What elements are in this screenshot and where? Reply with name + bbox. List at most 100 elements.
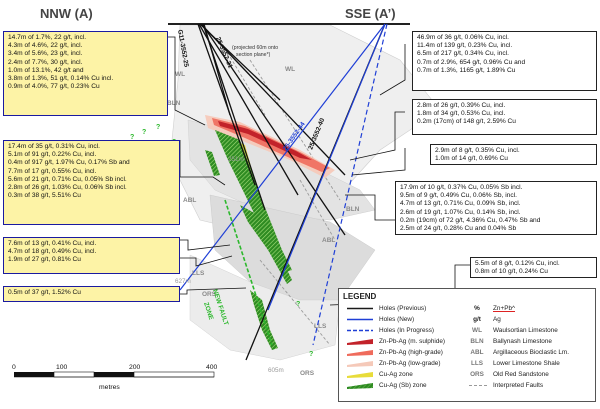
unit-label-ors-left: ORS bbox=[202, 291, 217, 298]
massive-sulphide-symbol bbox=[347, 339, 373, 345]
intercept-box-mid-left: 17.4m of 35 g/t, 0.31% Cu, incl. 5.1m of… bbox=[3, 140, 180, 225]
legend-label: Cu-Ag zone bbox=[379, 371, 413, 378]
unit-desc: Argillaceous Bioclastic Lm. bbox=[493, 349, 570, 356]
intercept-line: 2.8m of 26 g/t, 1.03% Cu, 0.06% Sb incl. bbox=[8, 184, 127, 192]
intercept-line: 4.7m of 13 g/t, 0.71% Cu, 0.09% Sb, incl… bbox=[400, 200, 521, 208]
unit-label-bln-right: BLN bbox=[346, 206, 360, 213]
holes-new-symbol bbox=[347, 318, 373, 321]
unit-abbr: g/t bbox=[473, 316, 481, 323]
intercept-line: 2.4m of 7.7%, 30 g/t, incl. bbox=[8, 58, 83, 66]
unit-abbr: % bbox=[474, 305, 480, 312]
intercept-line: 17.9m of 10 g/t, 0.37% Cu, 0.05% Sb incl… bbox=[400, 184, 523, 191]
intercept-line: 4.3m of 4.6%, 22 g/t, incl. bbox=[8, 42, 83, 50]
scale-unit-label: metres bbox=[99, 384, 120, 391]
unit-desc: Zn+Pb^ bbox=[493, 305, 516, 312]
intercept-box-bottom-left: 0.5m of 37 g/t, 1.52% Cu bbox=[3, 286, 180, 302]
section-label-sse: SSE (A’) bbox=[345, 6, 396, 21]
intercept-line: 17.4m of 35 g/t, 0.31% Cu, incl. bbox=[8, 143, 100, 150]
question-mark-5: ? bbox=[296, 301, 300, 308]
unit-label-lls-right: LLS bbox=[314, 323, 327, 330]
intercept-box-top-right: 46.9m of 36 g/t, 0.06% Cu, incl. 11.4m o… bbox=[412, 31, 597, 91]
unit-abbr: LLS bbox=[470, 360, 484, 367]
intercept-line: 1.8m of 34 g/t, 0.53% Cu, incl. bbox=[417, 110, 506, 118]
intercept-box-right-5: 5.5m of 8 g/t, 0.12% Cu, incl. 0.8m of 1… bbox=[470, 257, 597, 278]
intercept-line: 5.5m of 8 g/t, 0.12% Cu, incl. bbox=[475, 260, 560, 267]
cu-ag-symbol bbox=[347, 372, 373, 378]
intercept-line: 3.4m of 5.6%, 23 g/t, incl. bbox=[8, 50, 83, 58]
unit-label-bln-left: BLN bbox=[167, 100, 181, 107]
intercept-line: 4.7m of 18 g/t, 0.49% Cu, incl. bbox=[8, 248, 97, 256]
scale-tick-0: 0 bbox=[12, 364, 16, 371]
intercept-line: 1.0m of 14 g/t, 0.69% Cu bbox=[435, 155, 508, 163]
intercept-line: 0.2m (17cm) of 148 g/t, 2.59% Cu bbox=[417, 118, 516, 126]
unit-abbr: WL bbox=[472, 327, 482, 334]
intercept-box-low-left: 7.6m of 13 g/t, 0.41% Cu, incl. 4.7m of … bbox=[3, 237, 180, 274]
cu-ag-sb-zone-small bbox=[205, 150, 220, 176]
unit-abbr: BLN bbox=[470, 338, 484, 345]
intercept-line: 11.4m of 139 g/t, 0.23% Cu, incl. bbox=[417, 42, 513, 50]
question-mark-6: ? bbox=[309, 351, 313, 358]
intercept-line: 7.6m of 13 g/t, 0.41% Cu, incl. bbox=[8, 240, 97, 247]
intercept-line: 2.8m of 26 g/t, 0.39% Cu, incl. bbox=[417, 102, 506, 109]
intercept-line: 46.9m of 36 g/t, 0.06% Cu, incl. bbox=[417, 34, 509, 41]
intercept-box-right-2: 2.8m of 26 g/t, 0.39% Cu, incl. 1.8m of … bbox=[412, 99, 597, 135]
scale-tick-400: 400 bbox=[206, 364, 218, 371]
unit-label-abl-left: ABL bbox=[183, 197, 196, 204]
intercept-box-upper-left: 14.7m of 1.7%, 22 g/t, incl. 4.3m of 4.6… bbox=[3, 31, 168, 116]
unit-desc: Ag bbox=[493, 316, 501, 323]
question-mark-2: ? bbox=[156, 124, 160, 131]
question-mark-3: ? bbox=[130, 134, 134, 141]
scale-tick-200: 200 bbox=[129, 364, 141, 371]
depth-label-605m: 605m bbox=[268, 367, 284, 374]
intercept-line: 2.5m of 24 g/t, 0.28% Cu and 0.04% Sb bbox=[400, 225, 517, 233]
intercept-line: 0.7m of 2.9%, 654 g/t, 0.96% Cu and bbox=[417, 58, 526, 66]
new-fault-zone-line bbox=[224, 199, 273, 346]
intercept-line: 0.9m of 4.0%, 77 g/t, 0.23% Cu bbox=[8, 83, 100, 91]
legend-label: Cu-Ag (Sb) zone bbox=[379, 382, 427, 389]
intercept-line: 2.6m of 19 g/t, 1.07% Cu, 0.14% Sb, incl… bbox=[400, 208, 521, 216]
intercept-line: 0.5m of 37 g/t, 1.52% Cu bbox=[8, 289, 81, 296]
intercept-line: 5.1m of 91 g/t, 0.22% Cu, incl. bbox=[8, 151, 97, 159]
legend-label: Zn-Pb-Ag (low-grade) bbox=[379, 360, 441, 367]
unit-desc: Waulsortian Limestone bbox=[493, 327, 558, 334]
legend-title: LEGEND bbox=[343, 292, 377, 301]
holes-previous-symbol bbox=[347, 307, 373, 310]
unit-desc: Ballynash Limestone bbox=[493, 338, 552, 345]
legend-label: Zn-Pb-Ag (m. sulphide) bbox=[379, 338, 446, 345]
projection-note-line-1: (projected 60m onto bbox=[232, 45, 278, 51]
depth-label-627m: 627m bbox=[175, 278, 191, 285]
intercept-line: 1.0m of 13.1%, 42 g/t and bbox=[8, 66, 84, 74]
intercept-line: 1.9m of 27 g/t, 0.81% Cu bbox=[8, 256, 81, 264]
unit-abbr: ABL bbox=[470, 349, 484, 356]
interpreted-fault-symbol bbox=[469, 385, 487, 386]
projection-note-line-2: section plane*) bbox=[236, 52, 271, 58]
intercept-line: 0.2m (19cm) of 72 g/t, 4.36% Cu, 0.47% S… bbox=[400, 216, 541, 224]
holes-in-progress-symbol bbox=[347, 329, 373, 332]
unit-label-wl-right: WL bbox=[285, 66, 295, 73]
question-mark-1: ? bbox=[142, 129, 146, 136]
section-label-nnw: NNW (A) bbox=[40, 6, 93, 21]
scale-tick-100: 100 bbox=[56, 364, 68, 371]
intercept-line: 7.7m of 17 g/t, 0.55% Cu, incl. bbox=[8, 167, 97, 175]
unit-label-abl-right: ABL bbox=[322, 237, 335, 244]
legend-label: Holes (New) bbox=[379, 316, 415, 323]
intercept-line: 0.4m of 917 g/t, 1.97% Cu, 0.17% Sb and bbox=[8, 159, 130, 167]
high-grade-symbol bbox=[347, 350, 373, 356]
intercept-line: 0.8m of 10 g/t, 0.24% Cu bbox=[475, 268, 548, 276]
in-progress-drill-hole bbox=[312, 23, 388, 346]
legend-label: Holes (Previous) bbox=[379, 305, 427, 312]
legend: LEGEND Holes (Previous) Holes (New) Hole… bbox=[338, 288, 596, 402]
unit-label-lls-left: LLS bbox=[192, 270, 205, 277]
legend-label: Zn-Pb-Ag (high-grade) bbox=[379, 349, 443, 356]
intercept-line: 5.6m of 21 g/t, 0.71% Cu, 0.05% Sb incl. bbox=[8, 175, 127, 183]
intercept-box-right-3: 2.9m of 8 g/t, 0.35% Cu, incl. 1.0m of 1… bbox=[430, 144, 597, 165]
intercept-line: 0.7m of 1.3%, 1165 g/t, 1.89% Cu bbox=[417, 66, 516, 74]
intercept-line: 2.9m of 8 g/t, 0.35% Cu, incl. bbox=[435, 147, 520, 154]
intercept-box-right-4: 17.9m of 10 g/t, 0.37% Cu, 0.05% Sb incl… bbox=[395, 181, 597, 235]
intercept-line: 0.3m of 38 g/t, 5.51% Cu bbox=[8, 192, 81, 200]
unit-desc: Old Red Sandstone bbox=[493, 371, 549, 378]
zn-pb-ag-massive-sulphide-zone bbox=[218, 121, 312, 160]
unit-desc: Lower Limestone Shale bbox=[493, 360, 560, 367]
